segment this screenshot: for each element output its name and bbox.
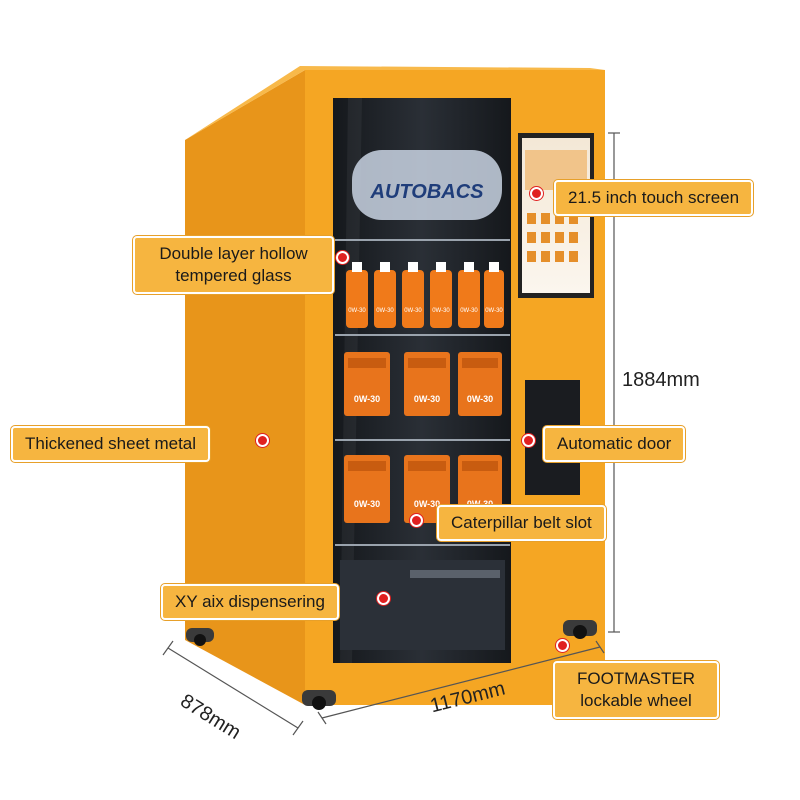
marker-automatic-door xyxy=(522,434,535,447)
touch-screen-grid xyxy=(527,213,578,262)
width-dimension-line xyxy=(321,646,601,719)
bottle-row: 0W-30 0W-30 0W-30 0W-30 0W-30 0W-30 xyxy=(346,262,504,328)
bottle: 0W-30 xyxy=(346,262,368,328)
svg-text:0W-30: 0W-30 xyxy=(467,499,493,509)
wheel-back-left xyxy=(186,628,214,646)
bottle: 0W-30 xyxy=(458,262,480,328)
callout-belt-slot: Caterpillar belt slot xyxy=(437,505,606,541)
marker-touch-screen xyxy=(530,187,543,200)
wheel-front-right xyxy=(563,620,597,639)
callout-dispensing-label: XY aix dispensering xyxy=(175,592,325,611)
marker-wheel xyxy=(556,639,569,652)
callout-automatic-door-label: Automatic door xyxy=(557,434,672,453)
bottle: 0W-30 xyxy=(374,262,396,328)
callout-automatic-door: Automatic door xyxy=(543,426,686,462)
callout-touch-screen-label: 21.5 inch touch screen xyxy=(568,188,740,207)
callout-sheet-metal-label: Thickened sheet metal xyxy=(25,434,197,453)
callout-wheel-line1: FOOTMASTER xyxy=(576,669,696,688)
marker-glass xyxy=(336,251,349,264)
bottle: 0W-30 xyxy=(484,262,504,328)
callout-touch-screen: 21.5 inch touch screen xyxy=(554,180,754,216)
shelves xyxy=(335,239,510,546)
callout-glass-line1: Double layer hollow xyxy=(159,244,308,263)
callout-belt-slot-label: Caterpillar belt slot xyxy=(451,513,592,532)
callout-wheel: FOOTMASTER lockable wheel xyxy=(553,661,719,719)
svg-text:0W-30: 0W-30 xyxy=(354,394,380,404)
svg-text:0W-30: 0W-30 xyxy=(354,499,380,509)
callout-glass-line2: tempered glass xyxy=(175,266,292,285)
svg-text:0W-30: 0W-30 xyxy=(485,308,503,314)
cabinet-side-panel xyxy=(185,70,305,705)
svg-text:0W-30: 0W-30 xyxy=(467,394,493,404)
brand-sign-panel xyxy=(352,150,502,220)
svg-text:0W-30: 0W-30 xyxy=(404,308,422,314)
dimension-lines xyxy=(162,132,620,736)
brand-sign: AUTOBACS xyxy=(370,181,485,203)
svg-text:0W-30: 0W-30 xyxy=(460,308,478,314)
svg-text:0W-30: 0W-30 xyxy=(414,394,440,404)
height-dimension-label: 1884mm xyxy=(622,369,700,391)
svg-text:0W-30: 0W-30 xyxy=(376,308,394,314)
oil-can: 0W-30 xyxy=(404,352,450,416)
depth-dimension-line xyxy=(167,647,299,729)
marker-sheet-metal xyxy=(256,434,269,447)
dispensing-rail xyxy=(410,570,500,578)
callout-sheet-metal: Thickened sheet metal xyxy=(11,426,211,462)
oil-can: 0W-30 xyxy=(344,455,390,523)
marker-dispensing xyxy=(377,592,390,605)
bottle: 0W-30 xyxy=(402,262,424,328)
wheels xyxy=(186,620,597,710)
bottle: 0W-30 xyxy=(430,262,452,328)
callout-glass: Double layer hollow tempered glass xyxy=(133,236,334,294)
svg-text:0W-30: 0W-30 xyxy=(432,308,450,314)
wheel-front-left xyxy=(302,690,336,710)
callout-dispensing: XY aix dispensering xyxy=(161,584,339,620)
oil-can: 0W-30 xyxy=(344,352,390,416)
can-row-1: 0W-30 0W-30 0W-30 xyxy=(344,352,502,416)
svg-text:0W-30: 0W-30 xyxy=(414,499,440,509)
marker-belt-slot xyxy=(410,514,423,527)
svg-text:0W-30: 0W-30 xyxy=(348,308,366,314)
callout-wheel-line2: lockable wheel xyxy=(580,691,692,710)
oil-can: 0W-30 xyxy=(458,352,502,416)
